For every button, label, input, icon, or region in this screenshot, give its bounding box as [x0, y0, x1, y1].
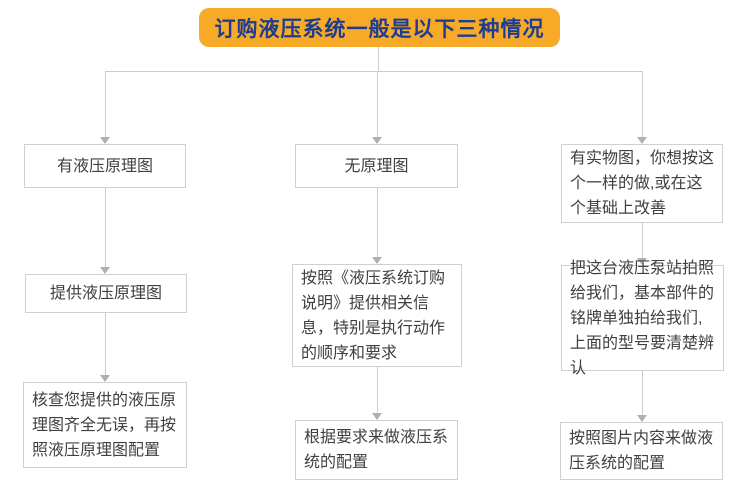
connector-distribution-line: [105, 71, 643, 72]
flow-step-middle-2: 按照《液压系统订购说明》提供相关信息，特别是执行动作的顺序和要求: [292, 264, 462, 367]
flow-step-middle-3: 根据要求来做液压系统的配置: [295, 420, 458, 480]
arrow-down-icon: [637, 258, 647, 265]
arrow-down-icon: [100, 267, 110, 274]
connector-middle-1-2: [377, 188, 378, 257]
connector-middle-2-3: [377, 367, 378, 413]
flow-step-middle-1: 无原理图: [295, 144, 458, 188]
flow-step-left-3: 核查您提供的液压原理图齐全无误，再按照液压原理图配置: [23, 382, 187, 468]
flow-root-title: 订购液压系统一般是以下三种情况: [199, 8, 560, 47]
flow-step-right-2: 把这台液压泵站拍照给我们，基本部件的铭牌单独拍给我们,上面的型号要清楚辨认: [561, 260, 724, 377]
connector-drop-right: [642, 71, 643, 137]
arrow-down-icon: [637, 415, 647, 422]
flow-step-right-3: 按照图片内容来做液压系统的配置: [560, 422, 723, 480]
connector-left-2-3: [105, 313, 106, 375]
connector-right-1-2: [642, 223, 643, 258]
arrow-down-icon: [372, 413, 382, 420]
connector-drop-middle: [377, 71, 378, 137]
connector-right-2-3: [642, 371, 643, 415]
arrow-down-icon: [637, 137, 647, 144]
arrow-down-icon: [100, 375, 110, 382]
arrow-down-icon: [100, 137, 110, 144]
arrow-down-icon: [372, 137, 382, 144]
flow-step-left-2: 提供液压原理图: [25, 274, 187, 313]
flow-step-right-1: 有实物图，你想按这个一样的做,或在这个基础上改善: [561, 144, 723, 223]
connector-drop-left: [105, 71, 106, 137]
connector-left-1-2: [105, 188, 106, 267]
arrow-down-icon: [372, 257, 382, 264]
flow-step-left-1: 有液压原理图: [24, 144, 186, 188]
connector-root-stub: [378, 47, 379, 71]
